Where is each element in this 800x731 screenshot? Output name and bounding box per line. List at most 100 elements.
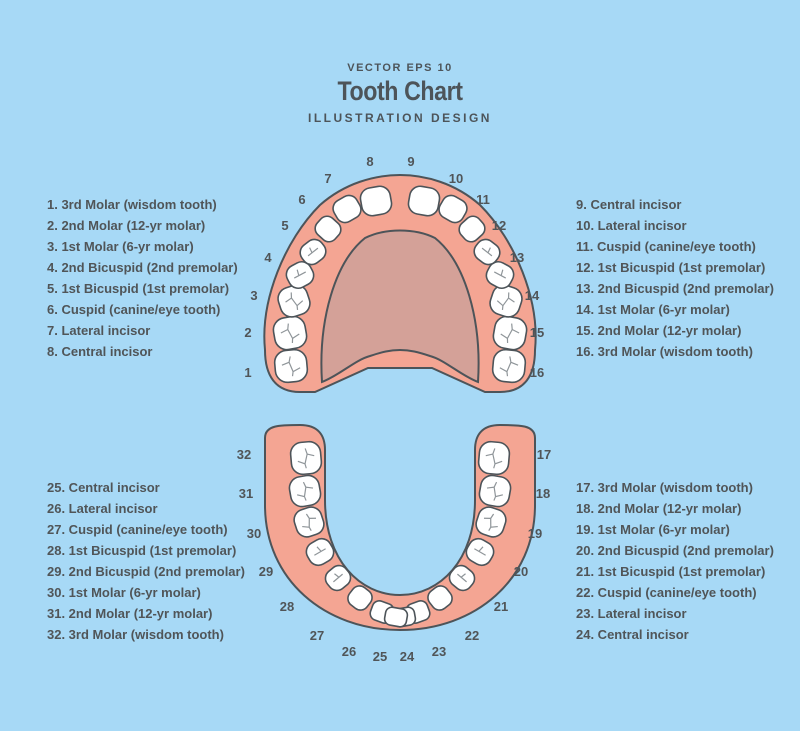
tooth-number: 18 xyxy=(536,486,550,501)
tooth-number: 3 xyxy=(250,288,257,303)
tooth-number: 20 xyxy=(514,564,528,579)
tooth-number: 15 xyxy=(530,325,544,340)
molar-icon xyxy=(277,284,311,318)
legend-item: 2. 2nd Molar (12-yr molar) xyxy=(47,218,206,233)
canine-icon xyxy=(347,585,373,611)
legend-item: 30. 1st Molar (6-yr molar) xyxy=(47,585,201,600)
chart-title: Tooth Chart xyxy=(337,76,463,106)
tooth-number: 23 xyxy=(432,644,446,659)
legend-item: 19. 1st Molar (6-yr molar) xyxy=(576,522,730,537)
tooth-number: 4 xyxy=(264,250,272,265)
legend-item: 5. 1st Bicuspid (1st premolar) xyxy=(47,281,230,296)
tooth-number: 16 xyxy=(530,365,544,380)
tooth-number: 28 xyxy=(280,599,294,614)
molar-icon xyxy=(491,348,527,384)
tooth-number: 11 xyxy=(476,192,490,207)
canine-icon xyxy=(314,215,342,243)
molar-icon xyxy=(293,506,325,538)
molar-icon xyxy=(489,284,523,318)
legend-upper-left-jaw: 9. Central incisor 10. Lateral incisor 11.… xyxy=(576,194,774,362)
top-caption: VECTOR EPS 10 xyxy=(347,62,453,74)
legend-item: 27. Cuspid (canine/eye tooth) xyxy=(47,522,228,537)
molar-icon xyxy=(477,440,511,476)
premolar-icon xyxy=(485,260,515,290)
tooth-number: 12 xyxy=(492,218,506,233)
legend-item: 28. 1st Bicuspid (1st premolar) xyxy=(47,543,237,558)
legend-item: 9. Central incisor xyxy=(576,197,682,212)
incisor-icon xyxy=(383,606,409,628)
chart-subtitle: ILLUSTRATION DESIGN xyxy=(308,111,492,125)
legend-item: 25. Central incisor xyxy=(47,480,160,495)
legend-item: 22. Cuspid (canine/eye tooth) xyxy=(576,585,757,600)
legend-item: 3. 1st Molar (6-yr molar) xyxy=(47,239,194,254)
incisor-icon xyxy=(407,185,441,217)
canine-icon xyxy=(427,585,453,611)
tooth-number: 24 xyxy=(400,649,415,664)
premolar-icon xyxy=(324,564,352,592)
tooth-number: 7 xyxy=(324,171,331,186)
molar-icon xyxy=(478,474,512,508)
legend-item: 24. Central incisor xyxy=(576,627,689,642)
legend-item: 15. 2nd Molar (12-yr molar) xyxy=(576,323,742,338)
molar-icon xyxy=(289,440,323,476)
tooth-number: 25 xyxy=(373,649,387,664)
tooth-number: 9 xyxy=(407,154,414,169)
legend-item: 14. 1st Molar (6-yr molar) xyxy=(576,302,730,317)
legend-item: 8. Central incisor xyxy=(47,344,153,359)
molar-icon xyxy=(288,474,322,508)
tooth-number: 27 xyxy=(310,628,324,643)
tooth-number: 19 xyxy=(528,526,542,541)
legend-item: 11. Cuspid (canine/eye tooth) xyxy=(576,239,756,254)
legend-item: 16. 3rd Molar (wisdom tooth) xyxy=(576,344,753,359)
incisor-icon xyxy=(332,194,362,224)
tooth-number: 6 xyxy=(298,192,305,207)
premolar-icon xyxy=(473,238,501,266)
molar-icon xyxy=(272,315,308,351)
legend-lower-left-jaw: 17. 3rd Molar (wisdom tooth) 18. 2nd Mola… xyxy=(576,477,774,645)
legend-item: 4. 2nd Bicuspid (2nd premolar) xyxy=(47,260,238,275)
tooth-number: 21 xyxy=(494,599,508,614)
tooth-number: 32 xyxy=(237,447,251,462)
legend-item: 23. Lateral incisor xyxy=(576,606,687,621)
tooth-number: 17 xyxy=(537,447,551,462)
molar-icon xyxy=(492,315,528,351)
legend-item: 13. 2nd Bicuspid (2nd premolar) xyxy=(576,281,774,296)
premolar-icon xyxy=(448,564,476,592)
legend-item: 21. 1st Bicuspid (1st premolar) xyxy=(576,564,766,579)
incisor-icon xyxy=(438,194,468,224)
palate xyxy=(320,229,480,384)
tooth-number: 31 xyxy=(239,486,253,501)
tooth-number: 14 xyxy=(525,288,540,303)
tooth-number: 1 xyxy=(244,365,251,380)
legend-item: 6. Cuspid (canine/eye tooth) xyxy=(47,302,221,317)
tooth-number: 10 xyxy=(449,171,463,186)
legend-item: 26. Lateral incisor xyxy=(47,501,158,516)
legend-item: 31. 2nd Molar (12-yr molar) xyxy=(47,606,213,621)
molar-icon xyxy=(273,348,309,384)
legend-item: 7. Lateral incisor xyxy=(47,323,151,338)
premolar-icon xyxy=(285,260,315,290)
legend-item: 18. 2nd Molar (12-yr molar) xyxy=(576,501,742,516)
tooth-number: 22 xyxy=(465,628,479,643)
premolar-icon xyxy=(305,537,335,567)
tooth-number: 26 xyxy=(342,644,356,659)
legend-item: 17. 3rd Molar (wisdom tooth) xyxy=(576,480,753,495)
tooth-number: 29 xyxy=(259,564,273,579)
premolar-icon xyxy=(465,537,495,567)
legend-item: 10. Lateral incisor xyxy=(576,218,687,233)
legend-upper-right-jaw: 1. 3rd Molar (wisdom tooth) 2. 2nd Molar … xyxy=(47,194,238,362)
legend-lower-right-jaw: 25. Central incisor 26. Lateral incisor 27… xyxy=(47,477,245,645)
legend-item: 12. 1st Bicuspid (1st premolar) xyxy=(576,260,766,275)
premolar-icon xyxy=(299,238,327,266)
tooth-number: 30 xyxy=(247,526,261,541)
tooth-number: 13 xyxy=(510,250,524,265)
legend-item: 32. 3rd Molar (wisdom tooth) xyxy=(47,627,224,642)
lower-teeth xyxy=(288,440,512,628)
legend-item: 1. 3rd Molar (wisdom tooth) xyxy=(47,197,217,212)
upper-teeth xyxy=(272,185,528,384)
legend-item: 20. 2nd Bicuspid (2nd premolar) xyxy=(576,543,774,558)
canine-icon xyxy=(458,215,486,243)
tooth-number: 8 xyxy=(366,154,373,169)
